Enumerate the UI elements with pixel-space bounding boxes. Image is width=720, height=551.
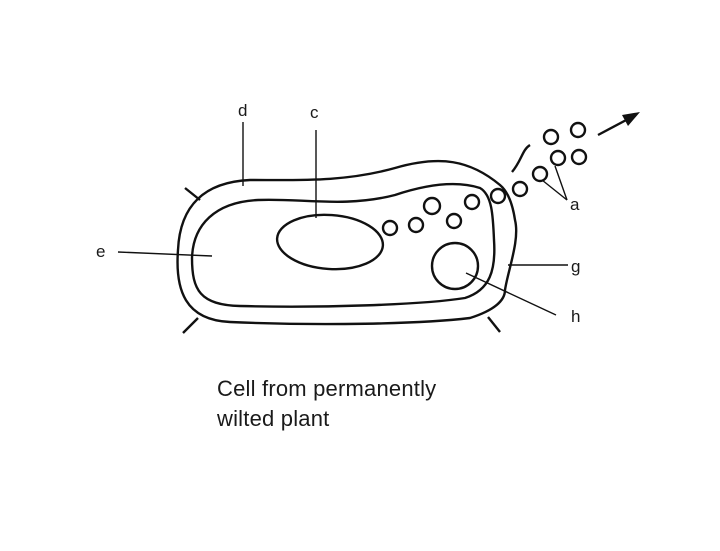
water-molecule (533, 167, 547, 181)
label-a: a (570, 195, 580, 214)
leader-line-h (466, 273, 556, 315)
label-g: g (571, 257, 580, 276)
label-d: d (238, 101, 247, 120)
caption-line-2: wilted plant (217, 404, 436, 434)
water-molecule (465, 195, 479, 209)
outflow-arrow-icon (598, 112, 640, 135)
water-molecule (551, 151, 565, 165)
leader-line-e (118, 252, 212, 256)
water-molecule (424, 198, 440, 214)
label-h: h (571, 307, 580, 326)
wall-stub-bottom-left (183, 318, 198, 333)
water-molecule (513, 182, 527, 196)
nucleus (275, 211, 385, 272)
figure-caption: Cell from permanently wilted plant (217, 374, 436, 434)
water-molecule (447, 214, 461, 228)
water-molecule (383, 221, 397, 235)
wall-stub-top-left (185, 188, 200, 200)
water-molecule (572, 150, 586, 164)
vacuole (432, 243, 478, 289)
label-e: e (96, 242, 105, 261)
caption-line-1: Cell from permanently (217, 374, 436, 404)
water-molecule (571, 123, 585, 137)
label-c: c (310, 103, 319, 122)
wall-stub-bottom-right (488, 317, 500, 332)
water-molecule (544, 130, 558, 144)
wall-stub-right (512, 145, 530, 172)
water-molecules (383, 123, 586, 235)
water-molecule (409, 218, 423, 232)
water-molecule (491, 189, 505, 203)
